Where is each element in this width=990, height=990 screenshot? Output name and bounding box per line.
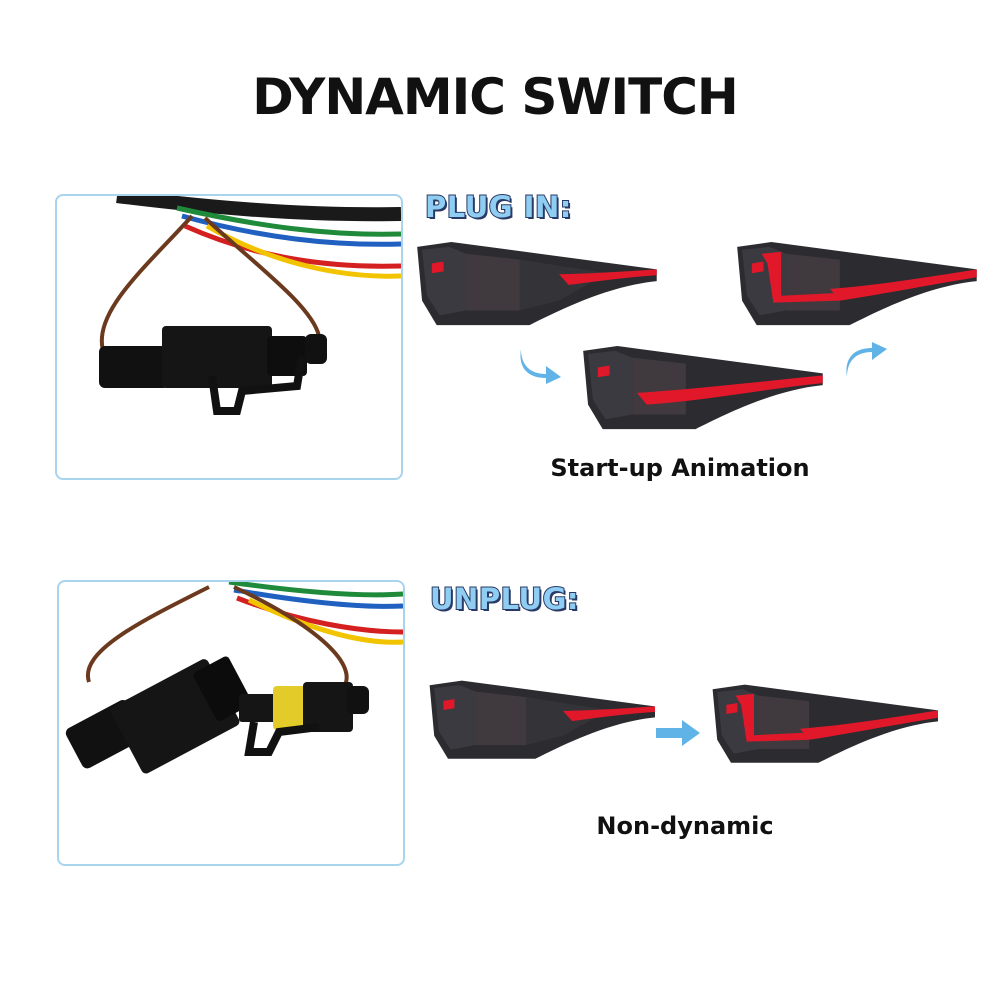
plugged-connector-panel [55, 194, 403, 480]
plug-in-label: PLUG IN: [424, 189, 572, 225]
start-up-animation-caption: Start-up Animation [550, 454, 810, 482]
curved-arrow-icon [516, 344, 566, 384]
tail-lamp-image [412, 242, 657, 330]
connector-plugged-photo [99, 196, 401, 415]
page-title: DYNAMIC SWITCH [252, 68, 739, 126]
unplugged-connector-panel [57, 580, 405, 866]
connector-unplugged-photo [65, 582, 403, 774]
tail-lamp-image [425, 680, 655, 764]
non-dynamic-caption: Non-dynamic [596, 812, 774, 840]
right-arrow-icon [656, 720, 700, 746]
tail-lamp-image [732, 242, 977, 330]
curved-arrow-icon [842, 342, 892, 382]
tail-lamp-image [708, 684, 938, 768]
tail-lamp-image [578, 346, 823, 434]
unplug-label: UNPLUG: [429, 581, 579, 617]
